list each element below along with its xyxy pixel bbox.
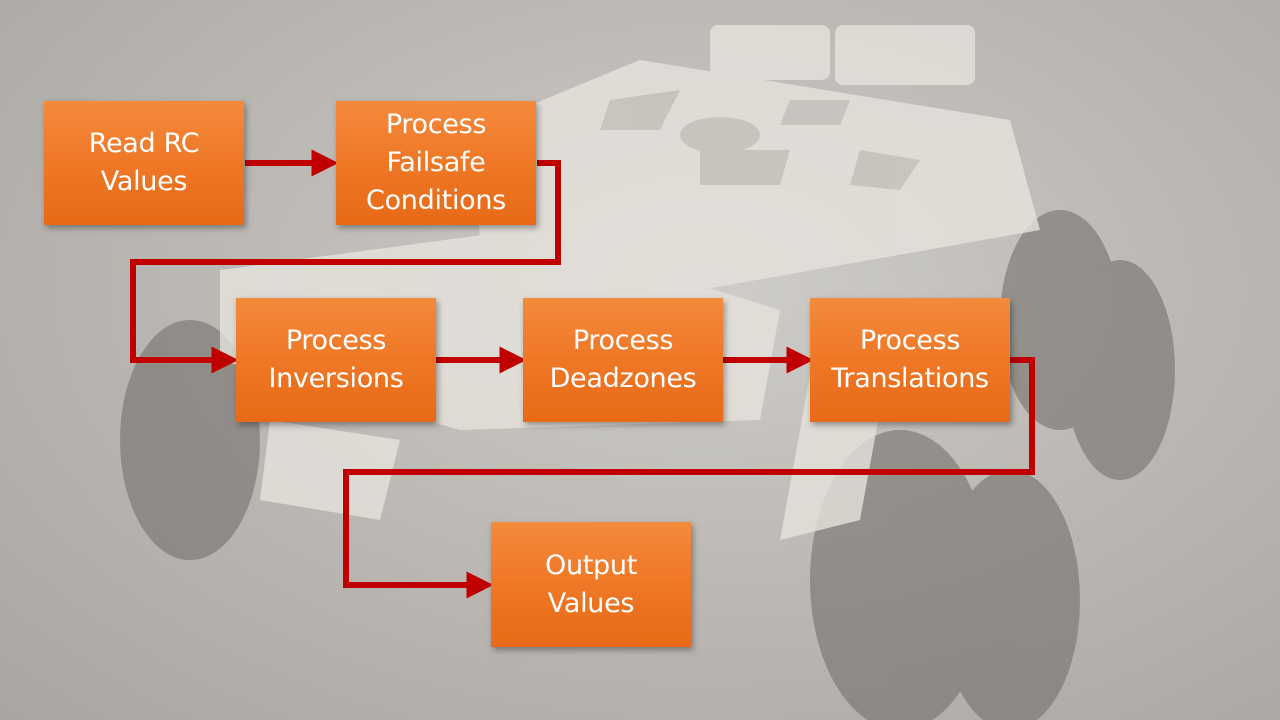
node-label-line: Process bbox=[859, 325, 961, 356]
node-process-failsafe-conditions[interactable]: Process Failsafe Conditions bbox=[336, 101, 536, 225]
node-label-line: Process bbox=[385, 109, 487, 140]
node-label-line: Process bbox=[572, 325, 674, 356]
node-label-line: Values bbox=[547, 587, 635, 619]
node-label-line: Read RC bbox=[88, 128, 200, 159]
node-label-line: Conditions bbox=[366, 185, 506, 216]
node-label-line: Translations bbox=[831, 363, 989, 394]
node-output-values[interactable]: Output Values bbox=[491, 522, 691, 647]
node-process-inversions[interactable]: Process Inversions bbox=[236, 298, 436, 422]
node-label-line: Deadzones bbox=[549, 363, 697, 394]
edge-translations-to-output bbox=[343, 357, 1035, 599]
node-label-line: Failsafe bbox=[386, 147, 486, 178]
node-label-line: Values bbox=[100, 166, 188, 197]
node-read-rc-values[interactable]: Read RC Values bbox=[44, 101, 244, 225]
node-label-line: Inversions bbox=[268, 363, 404, 394]
node-label-line: Output bbox=[545, 549, 637, 581]
node-process-deadzones[interactable]: Process Deadzones bbox=[523, 298, 723, 422]
edge-failsafe-to-inversions bbox=[130, 160, 561, 374]
node-label-line: Process bbox=[285, 325, 387, 356]
node-process-translations[interactable]: Process Translations bbox=[810, 298, 1010, 422]
